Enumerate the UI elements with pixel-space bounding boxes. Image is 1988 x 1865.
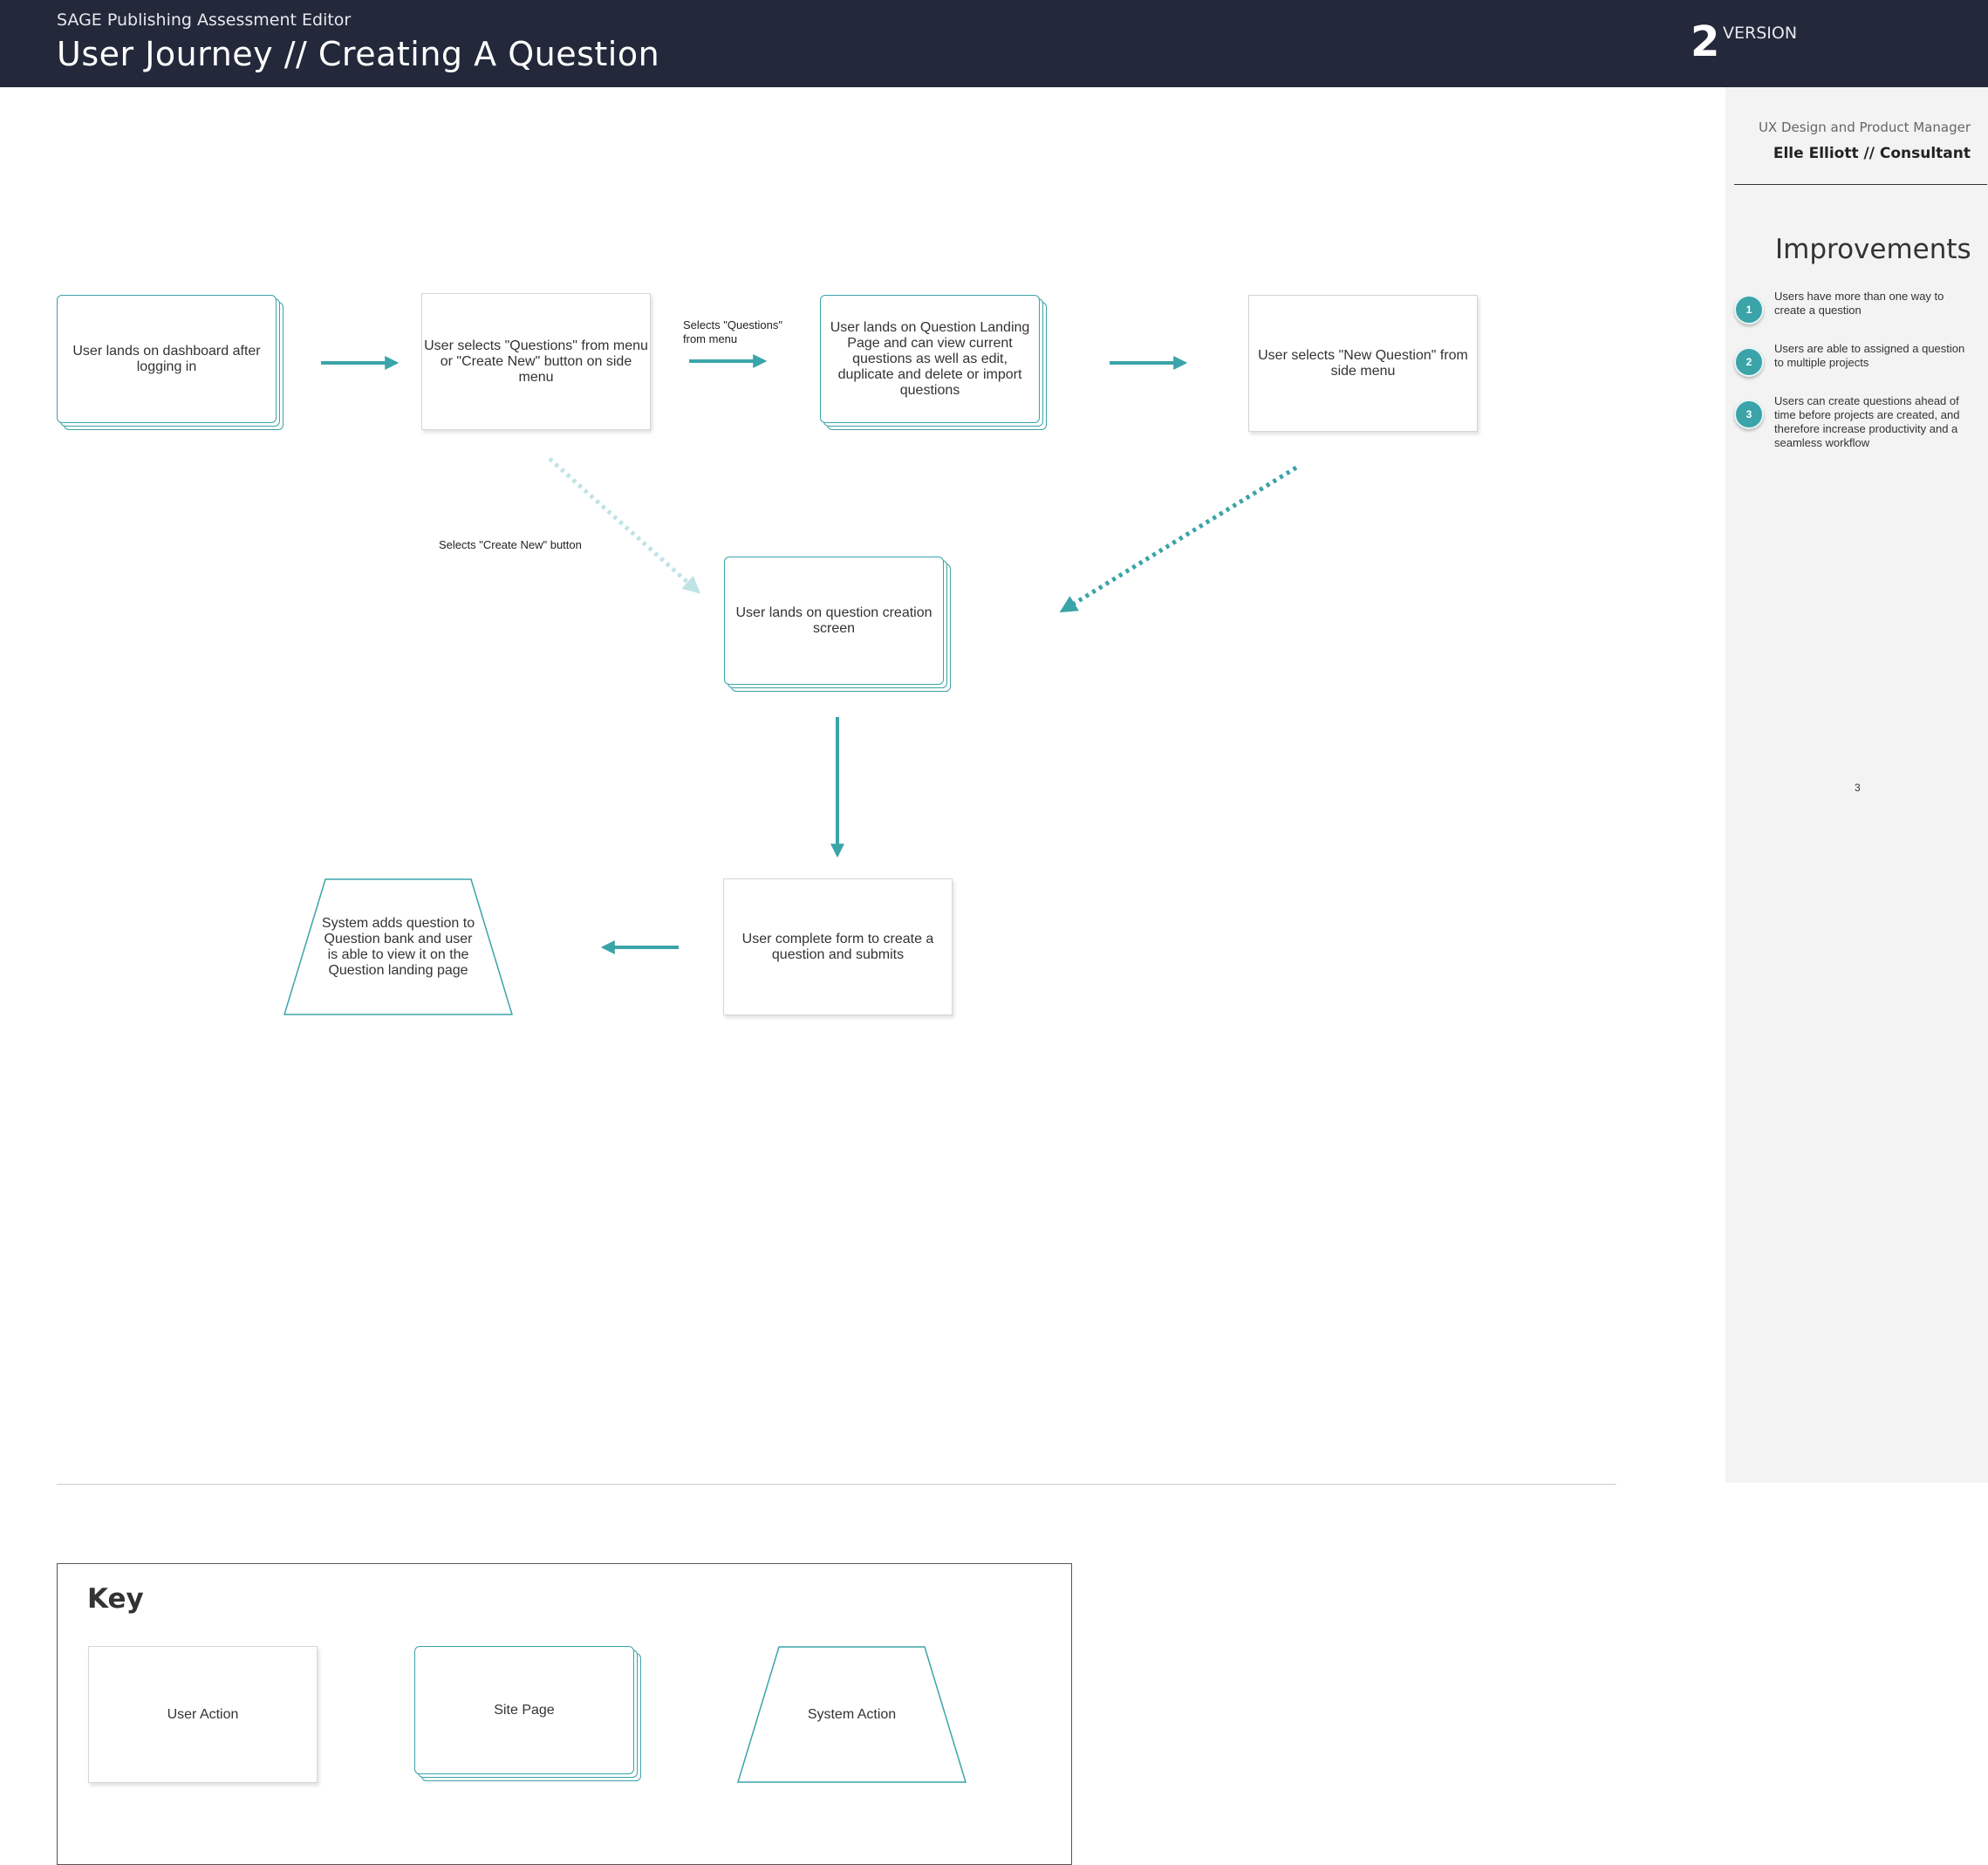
version-label: VERSION xyxy=(1723,24,1798,43)
edge-label-selects-create-new: Selects "Create New" button xyxy=(439,538,582,551)
sidebar-divider xyxy=(1734,184,1987,185)
node-label: User lands on dashboard after logging in xyxy=(72,343,261,374)
user-action-complete-form: User complete form to create a question … xyxy=(723,878,953,1015)
system-action-adds-question: System adds question to Question bank an… xyxy=(284,878,513,1015)
trapezoid-shape xyxy=(284,878,513,1015)
arrow-new-question-to-creation-dotted xyxy=(1059,465,1298,613)
arrow-select-to-creation-dotted xyxy=(548,457,700,594)
site-page-question-landing: User lands on Question Landing Page and … xyxy=(820,295,1040,423)
key-site-page: Site Page xyxy=(414,1646,634,1774)
node-label: User lands on Question Landing Page and … xyxy=(830,319,1030,398)
user-action-new-question: User selects "New Question" from side me… xyxy=(1248,295,1478,432)
node-label: User lands on question creation screen xyxy=(735,605,933,636)
node-label: User complete form to create a question … xyxy=(741,931,934,962)
version-number: 2 xyxy=(1691,17,1720,66)
page-number: 3 xyxy=(1855,782,1861,794)
site-page-dashboard: User lands on dashboard after logging in xyxy=(57,295,277,423)
improvement-number-badge: 1 xyxy=(1734,295,1764,324)
section-divider xyxy=(57,1484,1616,1485)
key-label: Site Page xyxy=(494,1702,555,1718)
improvement-text: Users can create questions ahead of time… xyxy=(1774,394,1960,449)
improvement-number-badge: 2 xyxy=(1734,347,1764,377)
edge-label-selects-questions: Selects "Questions" from menu xyxy=(683,318,783,345)
node-label: System adds question to Question bank an… xyxy=(321,915,475,978)
author-name: Elle Elliott // Consultant xyxy=(1773,145,1971,162)
header-bar: SAGE Publishing Assessment Editor User J… xyxy=(0,0,1988,87)
improvements-heading: Improvements xyxy=(1775,234,1971,265)
key-label: System Action xyxy=(807,1706,897,1722)
improvement-text: Users have more than one way to create a… xyxy=(1774,290,1944,317)
trapezoid-shape xyxy=(737,1646,967,1783)
app-name: SAGE Publishing Assessment Editor xyxy=(57,10,352,30)
node-label: User selects "New Question" from side me… xyxy=(1258,347,1468,379)
improvement-text: Users are able to assigned a question to… xyxy=(1774,342,1965,369)
author-role: UX Design and Product Manager xyxy=(1758,120,1971,135)
key-title: Key xyxy=(87,1583,144,1615)
key-user-action: User Action xyxy=(88,1646,318,1783)
improvements-sidebar: UX Design and Product Manager Elle Ellio… xyxy=(1725,87,1988,1483)
improvement-number-badge: 3 xyxy=(1734,400,1764,429)
legend-key: Key User Action Site Page System Action xyxy=(57,1563,1072,1865)
site-page-question-creation: User lands on question creation screen xyxy=(724,557,944,685)
page-title: User Journey // Creating A Question xyxy=(57,35,660,73)
key-label: User Action xyxy=(167,1706,239,1722)
user-action-select-questions: User selects "Questions" from menu or "C… xyxy=(421,293,651,430)
key-system-action: System Action xyxy=(737,1646,967,1783)
node-label: User selects "Questions" from menu or "C… xyxy=(424,338,648,385)
